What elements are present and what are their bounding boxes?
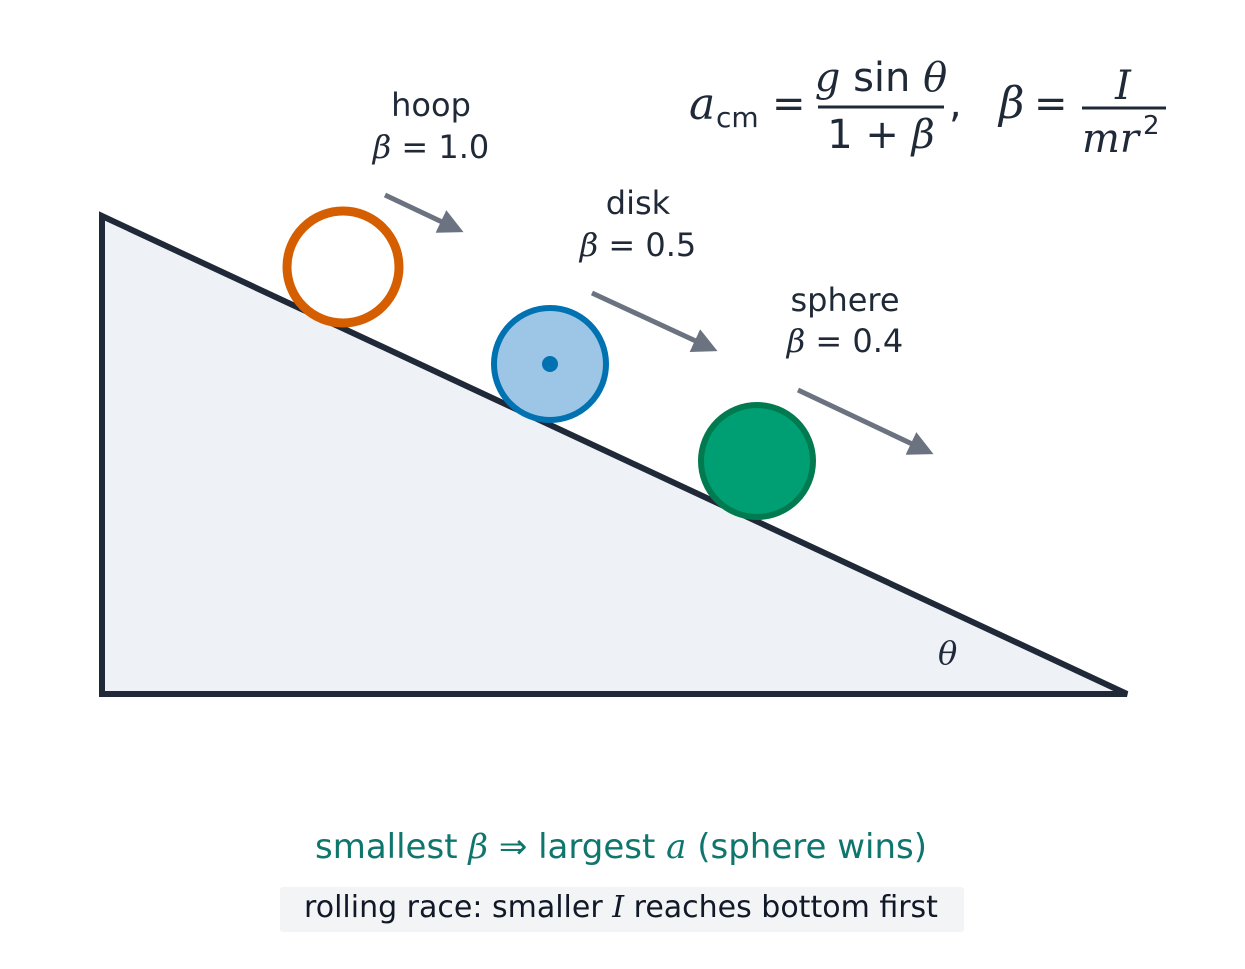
incline-angle-label: θ bbox=[938, 634, 957, 672]
formula-den-one: 1 + bbox=[827, 112, 911, 158]
hoop-beta-symbol: β bbox=[372, 128, 392, 166]
formula-a-subscript: cm bbox=[716, 101, 759, 134]
sphere-beta-value: = 0.4 bbox=[815, 322, 903, 360]
sphere-name: sphere bbox=[790, 281, 899, 319]
caption-background bbox=[280, 887, 964, 932]
formula-exponent: 2 bbox=[1143, 111, 1160, 141]
formula-den-beta: β bbox=[910, 112, 935, 158]
caption-text: rolling race: smaller I reaches bottom f… bbox=[304, 890, 938, 925]
formula-comma: , bbox=[949, 81, 962, 127]
svg-text:g sin θ: g sin θ bbox=[815, 55, 947, 101]
hoop-shape bbox=[282, 206, 404, 328]
formula-num-sin: sin bbox=[853, 55, 910, 101]
sphere-shape bbox=[698, 402, 816, 520]
hoop-beta-value: = 1.0 bbox=[401, 128, 489, 166]
conclusion-text: smallest β ⇒ largest a (sphere wins) bbox=[315, 827, 927, 867]
incline-ramp bbox=[99, 211, 1129, 697]
disk-motion-arrow bbox=[590, 290, 718, 352]
svg-text:β = 0.5: β = 0.5 bbox=[579, 226, 697, 264]
svg-text:β = 0.4: β = 0.4 bbox=[786, 322, 904, 360]
formula-a-symbol: a bbox=[689, 79, 715, 130]
sphere-motion-arrow bbox=[796, 387, 934, 455]
formula-num-g: g bbox=[815, 55, 841, 101]
hoop-name: hoop bbox=[391, 86, 471, 124]
sphere-beta-symbol: β bbox=[786, 322, 806, 360]
formula-beta-equals: = bbox=[1034, 81, 1068, 127]
disk-center-dot bbox=[542, 356, 558, 372]
formula-inertia: I bbox=[1114, 63, 1132, 109]
hoop-motion-arrow bbox=[383, 192, 464, 233]
formula-mass-radius: mr bbox=[1082, 116, 1142, 162]
disk-beta-symbol: β bbox=[579, 226, 599, 264]
svg-text:1 + β: 1 + β bbox=[827, 112, 935, 158]
acceleration-formula: a cm = g sin θ 1 + β , β = I mr 2 bbox=[689, 55, 1166, 162]
sphere-label: sphere β = 0.4 bbox=[786, 281, 904, 360]
disk-label: disk β = 0.5 bbox=[579, 184, 697, 264]
disk-name: disk bbox=[606, 184, 671, 222]
hoop-label: hoop β = 1.0 bbox=[372, 86, 490, 166]
formula-num-theta: θ bbox=[923, 55, 947, 101]
formula-beta-symbol: β bbox=[997, 78, 1024, 129]
formula-equals: = bbox=[772, 81, 806, 127]
disk-beta-value: = 0.5 bbox=[608, 226, 696, 264]
svg-text:β = 1.0: β = 1.0 bbox=[372, 128, 490, 166]
